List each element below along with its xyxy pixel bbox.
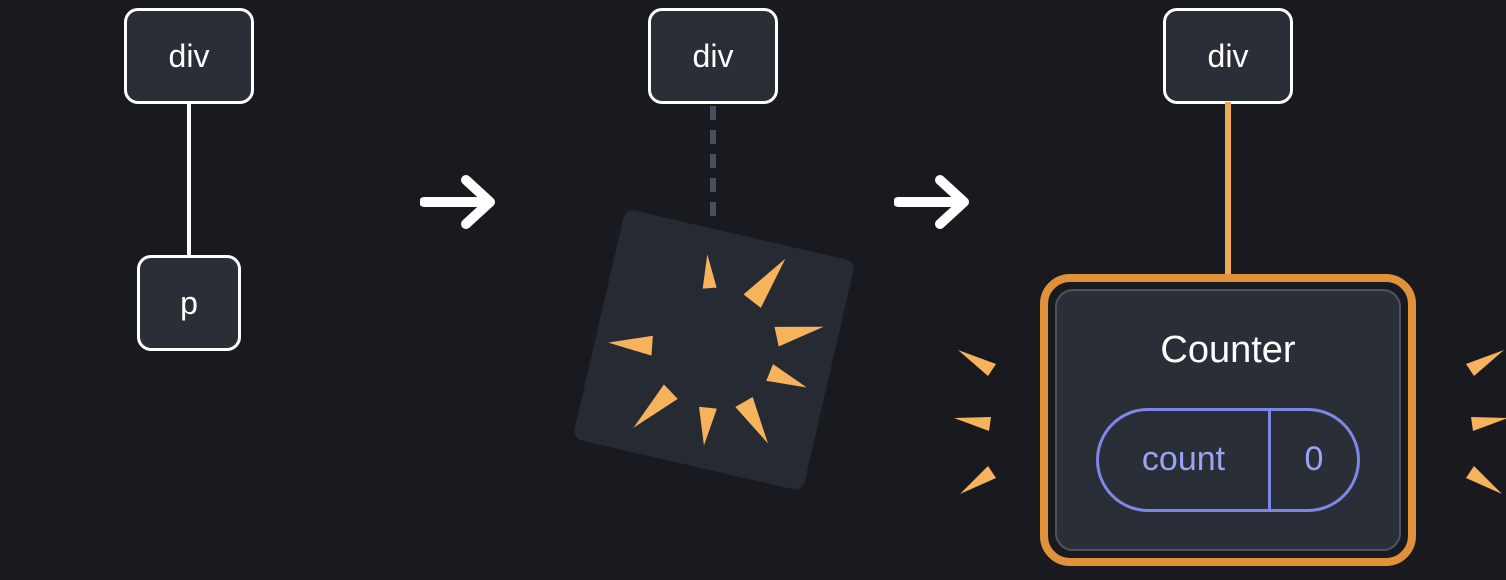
stage3-div-node: div (1163, 8, 1293, 104)
counter-component-card: Counter count 0 (1040, 274, 1416, 566)
sparkle-burst-icon (954, 350, 996, 494)
exploding-node-icon (574, 210, 854, 490)
stage2-div-label: div (692, 37, 734, 74)
state-key-label: count (1099, 410, 1271, 509)
stage1-div-label: div (168, 37, 210, 74)
component-title: Counter (1160, 328, 1296, 371)
sparkle-burst-icon (1466, 350, 1506, 494)
stage2-dashed-connector (710, 106, 716, 224)
stage3-connector-line (1225, 102, 1231, 284)
stage1-div-node: div (124, 8, 254, 104)
right-arrow-icon (894, 175, 969, 229)
state-value: 0 (1304, 440, 1324, 478)
stage3-div-label: div (1207, 37, 1249, 74)
stage1-p-label: p (180, 284, 198, 321)
state-pill: count 0 (1096, 407, 1360, 512)
stage2-div-node: div (648, 8, 778, 104)
stage1-p-node: p (137, 255, 241, 351)
counter-component-body: Counter count 0 (1055, 289, 1401, 551)
right-arrow-icon (420, 175, 495, 229)
stage1-connector-line (187, 102, 191, 257)
